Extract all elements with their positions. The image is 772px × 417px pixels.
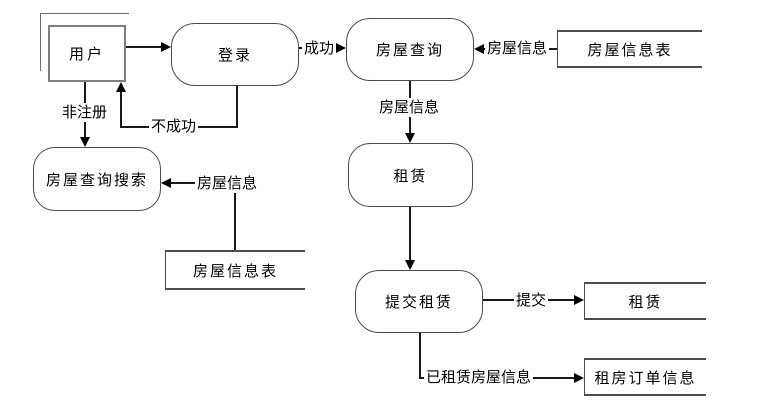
node-submit-lease: 提交租赁: [355, 270, 483, 333]
edge-label-success: 成功: [302, 39, 337, 58]
node-lease-label: 租赁: [393, 166, 428, 185]
edge-fail-down-line: [236, 86, 238, 127]
edge-label-house-info-left: 房屋信息: [195, 174, 260, 193]
edge-label-leased-house-info: 已租赁房屋信息: [424, 368, 534, 387]
edge-user-login-arrowhead-icon: [161, 42, 171, 52]
edge-leasedinfo-vline: [419, 333, 421, 378]
edge-fail-arrowhead-icon: [116, 82, 126, 92]
node-user: 用户: [48, 25, 126, 82]
edge-lease-submitlease-line: [409, 207, 411, 260]
store-house-info-table-top-label: 房屋信息表: [587, 40, 673, 59]
edge-label-submit: 提交: [514, 291, 549, 310]
edge-fail-up-line: [120, 92, 122, 126]
node-login-label: 登录: [217, 46, 252, 64]
store-house-info-table-top: 房屋信息表: [557, 30, 702, 68]
user-entity-duplicate-frame: [40, 13, 129, 71]
node-house-query-search-label: 房屋查询搜索: [45, 170, 148, 189]
store-rental-order-info: 租房订单信息: [584, 358, 706, 396]
edge-storeleft-search-vline: [234, 192, 236, 250]
store-lease-label: 租赁: [628, 292, 663, 311]
edge-storetop-housequery-arrowhead-icon: [474, 44, 484, 54]
store-rental-order-info-label: 租房订单信息: [594, 368, 697, 387]
node-user-label: 用户: [68, 45, 105, 63]
edge-label-unregistered: 非注册: [60, 103, 110, 122]
node-submit-lease-label: 提交租赁: [384, 293, 453, 311]
edge-login-housequery-arrowhead-icon: [336, 43, 346, 53]
node-house-query-search: 房屋查询搜索: [33, 147, 161, 211]
edge-user-search-arrowhead-icon: [80, 137, 90, 147]
node-house-query-label: 房屋查询: [375, 41, 444, 59]
edge-user-login-line: [126, 46, 162, 48]
edge-label-house-info-top: 房屋信息: [485, 39, 550, 58]
node-lease: 租赁: [348, 143, 473, 207]
edge-submit-leasestore-arrowhead-icon: [574, 295, 584, 305]
store-lease: 租赁: [584, 282, 706, 320]
edge-storeleft-search-hline: [166, 182, 198, 184]
node-house-query: 房屋查询: [346, 18, 474, 81]
edge-lease-submitlease-arrowhead-icon: [405, 260, 415, 270]
edge-storeleft-search-arrowhead-icon: [161, 178, 171, 188]
edge-label-fail: 不成功: [149, 117, 199, 136]
store-house-info-table-left: 房屋信息表: [165, 250, 305, 290]
edge-leasedinfo-arrowhead-icon: [574, 373, 584, 383]
node-login: 登录: [171, 23, 299, 86]
edge-housequery-lease-arrowhead-icon: [405, 133, 415, 143]
store-house-info-table-left-label: 房屋信息表: [192, 261, 278, 280]
edge-label-house-info-mid: 房屋信息: [377, 98, 442, 117]
